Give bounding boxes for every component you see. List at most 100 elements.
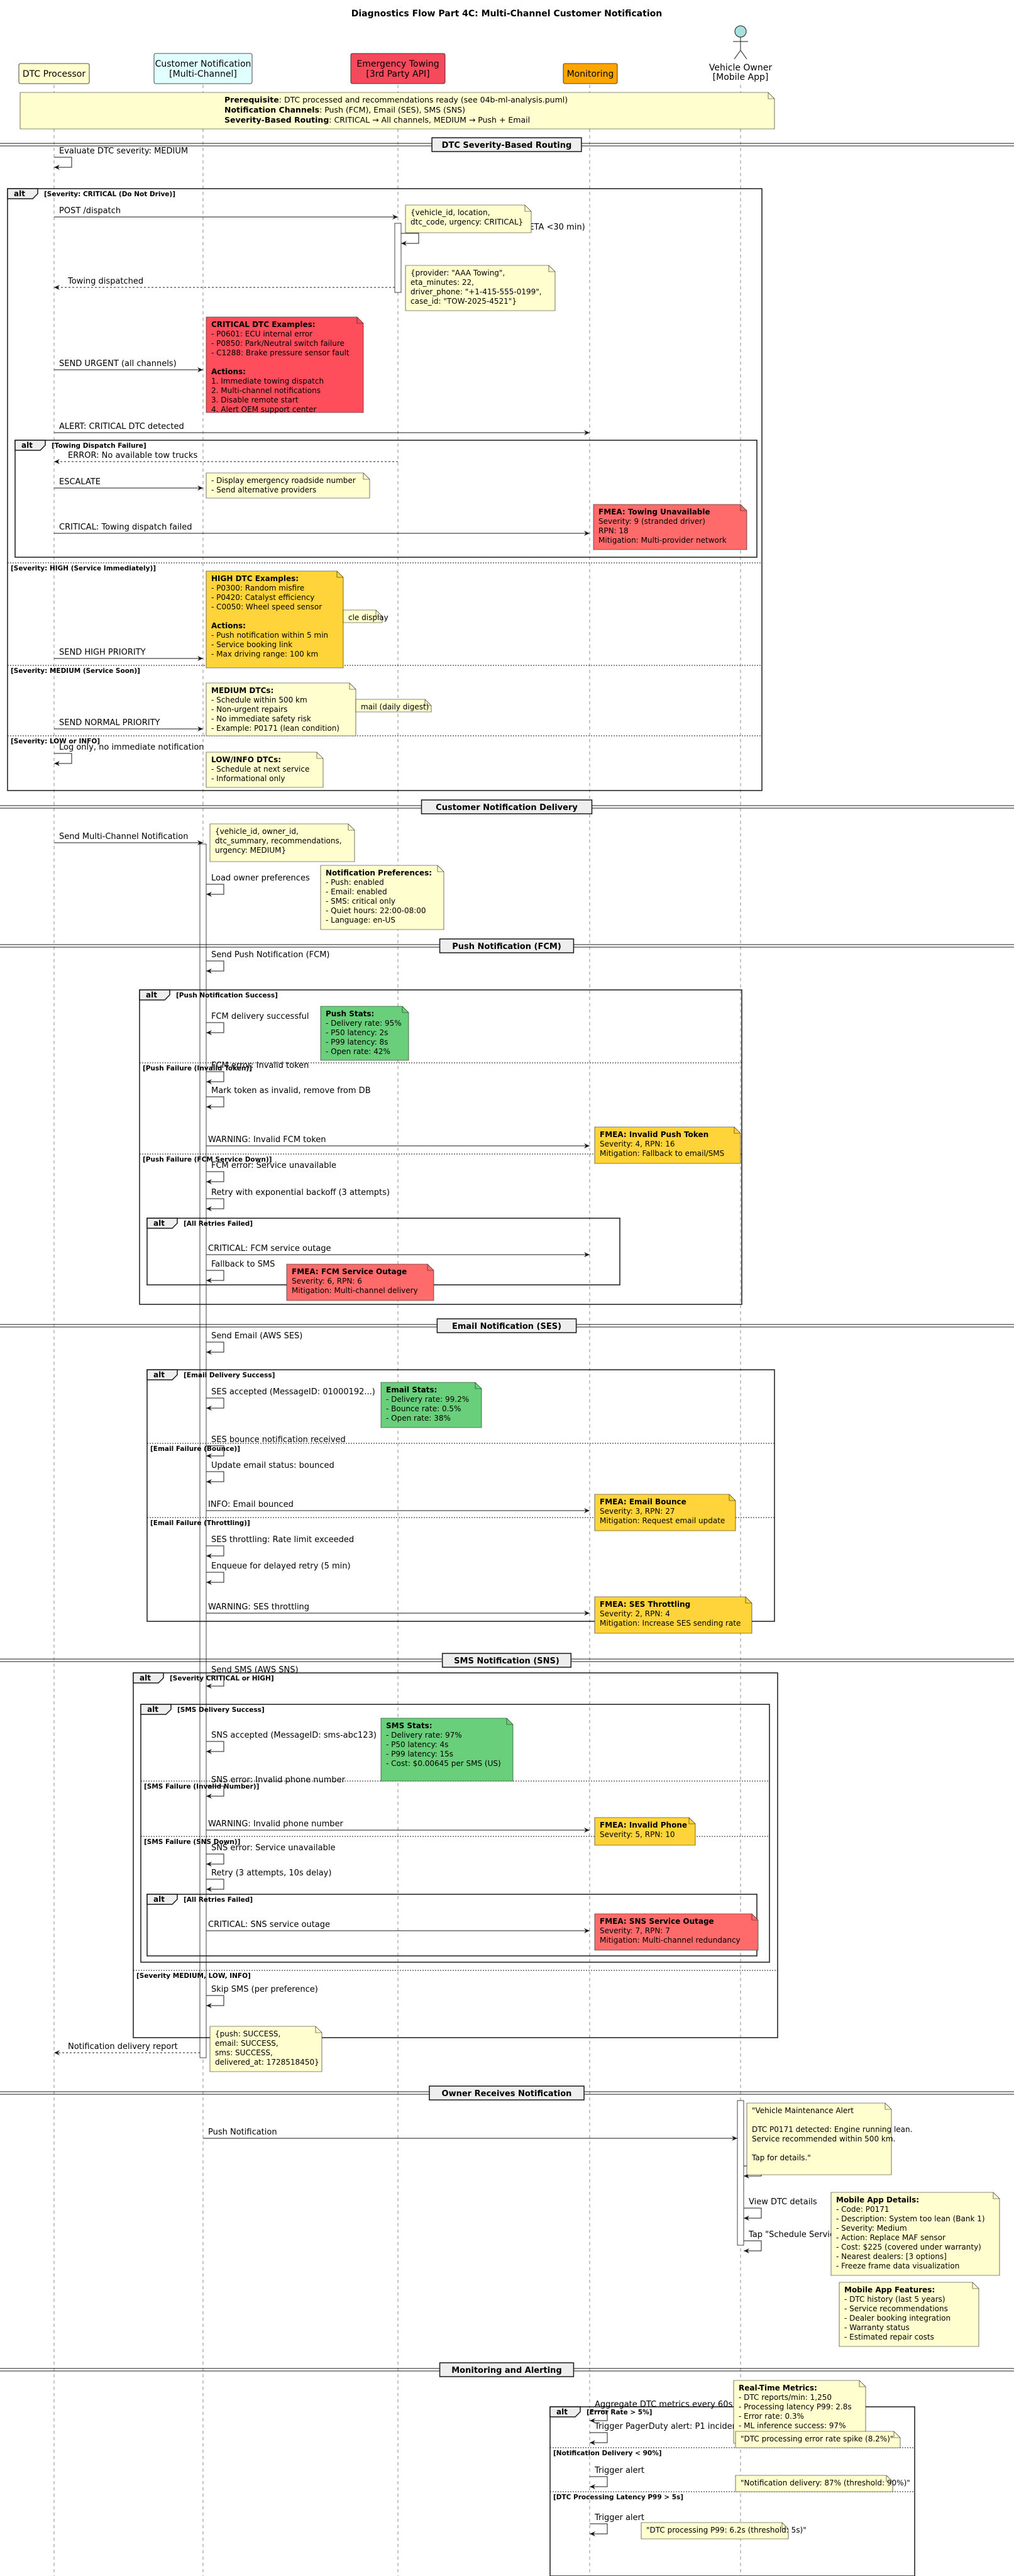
message: Notification delivery report: [54, 2042, 200, 2055]
note-line: - Language: en-US: [326, 916, 395, 924]
fragment-tab: [549, 2406, 581, 2418]
note-fold: [688, 1818, 695, 1824]
fragment-guard: [Notification Delivery < 90%]: [553, 2450, 662, 2457]
fragment-guard: [Severity MEDIUM, LOW, INFO]: [136, 1972, 251, 1980]
note-line: - Quiet hours: 22:00-08:00: [326, 906, 426, 915]
section-divider: Email Notification (SES): [0, 1318, 1014, 1333]
section-divider: SMS Notification (SNS): [0, 1653, 1014, 1668]
participant-box: [18, 63, 90, 84]
note-line: 3. Disable remote start: [211, 396, 299, 404]
divider-label: Owner Receives Notification: [442, 2089, 572, 2099]
fragment-keyword: alt: [153, 1219, 165, 1228]
note-line: case_id: "TOW-2025-4521"}: [411, 297, 517, 306]
note-shape: [320, 865, 444, 930]
message-label: CRITICAL: Towing dispatch failed: [59, 523, 192, 532]
note-line: Severity: 4, RPN: 16: [600, 1140, 675, 1148]
note-line: Mitigation: Multi-provider network: [598, 536, 727, 545]
note-fold: [729, 1494, 736, 1501]
note-line: - Code: P0171: [836, 2205, 890, 2214]
note: - Display emergency roadside number- Sen…: [206, 472, 370, 499]
message-label: Evaluate DTC severity: MEDIUM: [59, 147, 188, 156]
message-label: Send SMS (AWS SNS): [211, 1665, 299, 1675]
note-heading: HIGH DTC Examples:: [211, 574, 299, 583]
alt-fragment: alt[Severity CRITICAL or HIGH][Severity …: [133, 1672, 778, 2038]
divider-box: [439, 2362, 575, 2377]
activation-bar: [737, 2100, 744, 2246]
message: WARNING: SES throttling: [206, 1602, 590, 1616]
actor-leg-icon: [740, 50, 747, 60]
divider-label: DTC Severity-Based Routing: [442, 141, 572, 150]
note-line: dtc_code, urgency: CRITICAL}: [411, 218, 523, 226]
message: SEND URGENT (all channels): [54, 359, 203, 372]
note-line: - Delivery rate: 99.2%: [386, 1395, 469, 1404]
actor-leg-icon: [734, 50, 741, 60]
fragment-guard: [SMS Delivery Success]: [177, 1706, 265, 1714]
divider-label: Customer Notification Delivery: [436, 803, 578, 813]
note-fold: [315, 2026, 322, 2033]
message: Skip SMS (per preference): [206, 1985, 318, 2008]
self-message-arrow: [590, 2476, 608, 2489]
note: Notification Preferences:- Push: enabled…: [320, 865, 444, 930]
self-message-arrow: [54, 753, 72, 766]
note-shape: [206, 752, 324, 788]
message: INFO: Email bounced: [206, 1500, 590, 1513]
note: {vehicle_id, location,dtc_code, urgency:…: [405, 204, 532, 233]
note-line: - C1288: Brake pressure sensor fault: [211, 348, 350, 357]
note-heading: Real-Time Metrics:: [739, 2384, 817, 2392]
note-fold: [781, 2523, 788, 2529]
self-message-arrow: [206, 1270, 224, 1283]
note-line: - P99 latency: 15s: [386, 1750, 453, 1758]
self-message-arrow: [206, 1171, 224, 1184]
note-line: cle display: [348, 613, 389, 622]
note-line: sms: SUCCESS,: [215, 2048, 273, 2057]
note-line: - Informational only: [211, 774, 285, 783]
section-divider: Push Notification (FCM): [0, 938, 1014, 953]
self-message-arrow: [206, 1071, 224, 1084]
self-message-arrow: [744, 2207, 762, 2221]
note-shape: [594, 1494, 736, 1531]
divider-label: SMS Notification (SNS): [454, 1657, 559, 1666]
divider-box: [439, 938, 575, 953]
self-message-arrow: [206, 1741, 224, 1754]
note: Real-Time Metrics:- DTC reports/min: 1,2…: [733, 2380, 866, 2444]
message: CRITICAL: SNS service outage: [206, 1920, 590, 1933]
note-fold: [375, 610, 382, 617]
participant-label: Customer Notification: [155, 59, 251, 69]
note-heading: Push Stats:: [326, 1009, 374, 1018]
message-label: Send Email (AWS SES): [211, 1331, 302, 1341]
divider-label: Push Notification (FCM): [452, 942, 561, 952]
note-heading: FMEA: Invalid Phone: [600, 1821, 687, 1829]
note-fold: [745, 1597, 752, 1604]
note-heading: FMEA: Email Bounce: [600, 1497, 686, 1506]
self-message-arrow: [744, 2240, 762, 2253]
note-shape: [733, 2380, 866, 2444]
fragment-keyword: alt: [147, 1705, 158, 1714]
fragment-tab: [146, 1369, 178, 1380]
participant-tow: Emergency Towing[3rd Party API]: [350, 53, 446, 84]
fragment-keyword: alt: [140, 1674, 151, 1682]
self-message-arrow: [206, 1879, 224, 1892]
note-line: - Email: enabled: [326, 887, 387, 896]
note-fold: [524, 205, 531, 212]
message-label: Send Push Notification (FCM): [211, 950, 330, 960]
message-label: SNS error: Invalid phone number: [211, 1775, 346, 1785]
message: FCM error: Service unavailable: [206, 1161, 336, 1184]
note-shape: [206, 472, 370, 499]
message: ESCALATE: [54, 477, 203, 491]
self-message-arrow: [206, 1022, 224, 1035]
alt-fragment: alt[Towing Dispatch Failure]: [14, 440, 758, 558]
message: Mark token as invalid, remove from DB: [206, 1086, 371, 1109]
message-label: Notification delivery report: [68, 2042, 178, 2051]
fragment-guard: [Severity: HIGH (Service Immediately)]: [11, 565, 156, 572]
note: mail (daily digest): [355, 699, 432, 713]
fragment-tab: [146, 1218, 178, 1229]
participant-label: [Mobile App]: [713, 72, 769, 82]
message-label: ESCALATE: [59, 477, 101, 487]
alt-fragment: alt[Severity: CRITICAL (Do Not Drive)][S…: [7, 188, 763, 791]
participant-dtc: DTC Processor: [18, 63, 90, 84]
message-label: SEND HIGH PRIORITY: [59, 648, 146, 657]
note-line: - Bounce rate: 0.5%: [386, 1404, 461, 1413]
prerequisite-label: Severity-Based Routing: [224, 115, 329, 125]
